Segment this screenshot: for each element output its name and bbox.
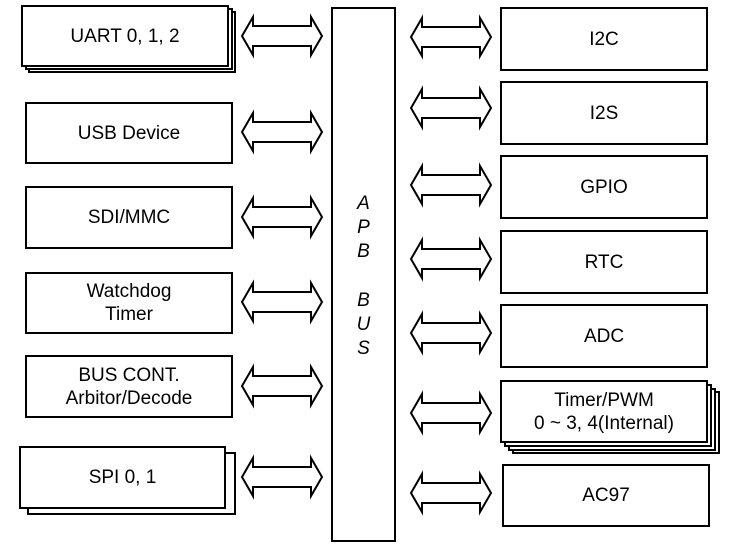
watchdog-timer-label-line2: Timer [105, 304, 153, 325]
bus-letter: B [357, 290, 370, 311]
i2c-bidirectional-arrow-icon [409, 14, 493, 60]
bus-cont-label-line1: BUS CONT. [78, 364, 180, 386]
bus-cont-block: BUS CONT. Arbitor/Decode [25, 355, 233, 418]
rtc-label: RTC [584, 251, 624, 273]
gpio-block: GPIO [500, 155, 708, 219]
gpio-bidirectional-arrow-icon [409, 162, 493, 208]
bus-letter: P [357, 217, 370, 238]
bus-cont-bidirectional-arrow-icon [240, 363, 324, 409]
rtc-block: RTC [500, 230, 708, 294]
i2s-label: I2S [589, 102, 619, 124]
usb-device-bidirectional-arrow-icon [240, 109, 324, 155]
timer-pwm-block: Timer/PWM 0 ~ 3, 4(Internal) [500, 380, 708, 443]
ac97-bidirectional-arrow-icon [409, 470, 493, 516]
timer-pwm-label-line2: 0 ~ 3, 4(Internal) [534, 412, 674, 434]
uart-bidirectional-arrow-icon [240, 13, 324, 59]
sdi-mmc-block: SDI/MMC [25, 186, 233, 249]
usb-device-label: USB Device [77, 122, 181, 144]
adc-block: ADC [500, 304, 708, 368]
adc-label: ADC [583, 325, 625, 347]
sdi-mmc-bidirectional-arrow-icon [240, 194, 324, 240]
watchdog-timer-label-line1: Watchdog [86, 281, 172, 302]
rtc-bidirectional-arrow-icon [409, 236, 493, 282]
bus-letter: A [357, 193, 370, 214]
usb-device-block: USB Device [25, 102, 233, 164]
timer-pwm-bidirectional-arrow-icon [409, 390, 493, 436]
i2c-label: I2C [589, 28, 619, 50]
apb-bus-label: A P B B U S [333, 192, 394, 361]
bus-letter: B [357, 241, 370, 262]
gpio-label: GPIO [580, 176, 628, 198]
apb-bus: A P B B U S [331, 7, 396, 542]
sdi-mmc-label: SDI/MMC [87, 207, 171, 228]
spi-block: SPI 0, 1 [19, 446, 226, 509]
ac97-block: AC97 [502, 464, 710, 527]
watchdog-timer-block: Watchdog Timer [25, 272, 233, 334]
uart-block: UART 0, 1, 2 [21, 5, 229, 67]
adc-bidirectional-arrow-icon [409, 310, 493, 356]
i2s-block: I2S [500, 81, 708, 145]
i2c-block: I2C [500, 7, 708, 71]
bus-letter: U [356, 314, 371, 335]
timer-pwm-label-line1: Timer/PWM [554, 389, 654, 411]
spi-label: SPI 0, 1 [88, 467, 157, 488]
spi-bidirectional-arrow-icon [240, 454, 324, 500]
i2s-bidirectional-arrow-icon [409, 85, 493, 131]
bus-cont-label-line2: Arbitor/Decode [65, 387, 193, 409]
ac97-label: AC97 [582, 485, 630, 506]
uart-label: UART 0, 1, 2 [70, 25, 180, 47]
watchdog-timer-bidirectional-arrow-icon [240, 279, 324, 325]
bus-letter: S [357, 338, 370, 359]
